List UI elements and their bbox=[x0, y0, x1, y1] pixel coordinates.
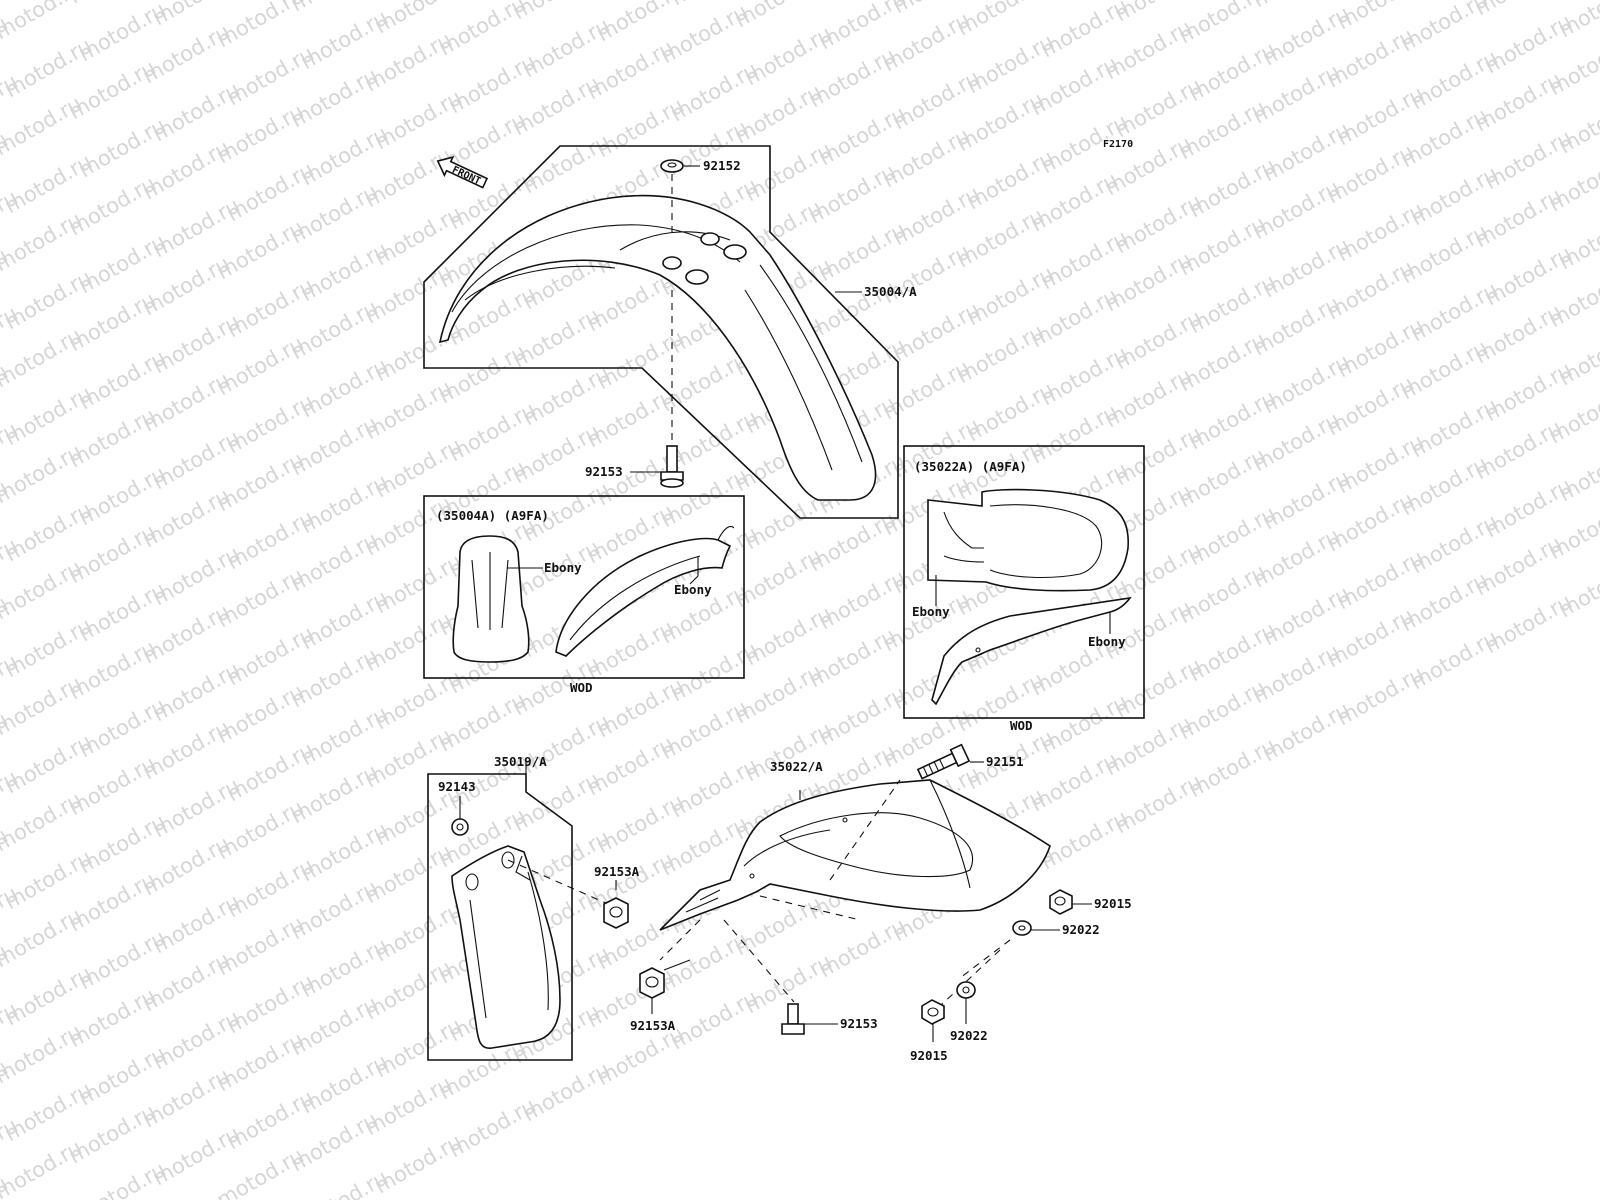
diagram-code: F2170 bbox=[1103, 139, 1133, 150]
inset-rear-caption: WOD bbox=[1010, 718, 1033, 733]
grommet-92143-icon bbox=[451, 818, 469, 836]
fork-guard-outline-box bbox=[427, 773, 573, 1061]
washer-92022-lower-icon bbox=[956, 981, 976, 999]
watermark-text: motod.ru bbox=[1555, 89, 1600, 158]
part-label-92022-lower: 92022 bbox=[950, 1028, 988, 1043]
inset-rear-label-1: Ebony bbox=[912, 604, 950, 619]
inset-rear-box bbox=[903, 445, 1145, 719]
washer-92152-icon bbox=[660, 159, 684, 173]
part-label-92151: 92151 bbox=[986, 754, 1024, 769]
part-label-92015-right: 92015 bbox=[1094, 896, 1132, 911]
front-fender-part bbox=[438, 194, 877, 501]
inset-front-box bbox=[423, 495, 745, 679]
part-label-92153-top: 92153 bbox=[585, 464, 623, 479]
inset-front-fender-side-view bbox=[555, 537, 732, 657]
bolt-92153-icon bbox=[660, 445, 684, 488]
part-label-35004A: 35004/A bbox=[864, 284, 917, 299]
bolt-92153-bottom-icon bbox=[781, 1003, 805, 1035]
watermark-text: motod.ru bbox=[0, 0, 86, 44]
inset-rear-fender-side-view bbox=[931, 596, 1132, 706]
part-label-92143: 92143 bbox=[438, 779, 476, 794]
part-label-35019A: 35019/A bbox=[494, 754, 547, 769]
part-label-92153A-upper: 92153A bbox=[594, 864, 640, 879]
inset-front-label-2: Ebony bbox=[674, 582, 712, 597]
fork-guard-part bbox=[451, 845, 561, 1049]
inset-front-label-1: Ebony bbox=[544, 560, 582, 575]
part-label-35022A: 35022/A bbox=[770, 759, 823, 774]
inset-front-fender: (35004A) (A9FA) Ebony Ebony WOD bbox=[423, 495, 745, 695]
bolt-92153A-upper-icon bbox=[603, 897, 629, 929]
watermark-text: motod.ru bbox=[1175, 0, 1270, 48]
fork-guard-group: 35019/A 92143 92153A bbox=[427, 754, 640, 1061]
part-label-92153-bottom: 92153 bbox=[840, 1016, 878, 1031]
watermark-text: motod.ru bbox=[1555, 553, 1600, 622]
part-label-92022-right: 92022 bbox=[1062, 922, 1100, 937]
part-label-92152: 92152 bbox=[703, 158, 741, 173]
inset-rear-fender: (35022A) (A9FA) Ebony Ebony WOD bbox=[903, 445, 1145, 733]
inset-front-fender-front-view bbox=[452, 535, 530, 663]
washer-92022-right-icon bbox=[1012, 920, 1032, 936]
inset-rear-label-2: Ebony bbox=[1088, 634, 1126, 649]
watermark-text: motod.ru bbox=[1555, 437, 1600, 506]
watermark-text: motod.ru bbox=[953, 0, 1048, 40]
inset-front-title: (35004A) (A9FA) bbox=[436, 508, 549, 523]
watermark-text: motod.ru bbox=[1555, 205, 1600, 274]
rear-fender-part bbox=[659, 779, 1051, 931]
rear-fender-group: 35022/A 92151 92153A bbox=[630, 743, 1132, 1063]
bolt-92153A-lower-icon bbox=[639, 959, 691, 999]
nut-92015-lower-icon bbox=[921, 999, 945, 1025]
bolt-92151-icon bbox=[916, 743, 971, 780]
part-label-92153A-lower: 92153A bbox=[630, 1018, 676, 1033]
watermark-text: motod.ru bbox=[1555, 321, 1600, 390]
inset-front-caption: WOD bbox=[570, 680, 593, 695]
part-label-92015-lower: 92015 bbox=[910, 1048, 948, 1063]
front-fender-outline bbox=[423, 145, 899, 519]
nut-92015-right-icon bbox=[1049, 889, 1073, 915]
watermark-text: motod.ru bbox=[0, 1171, 12, 1200]
inset-rear-title: (35022A) (A9FA) bbox=[914, 459, 1027, 474]
